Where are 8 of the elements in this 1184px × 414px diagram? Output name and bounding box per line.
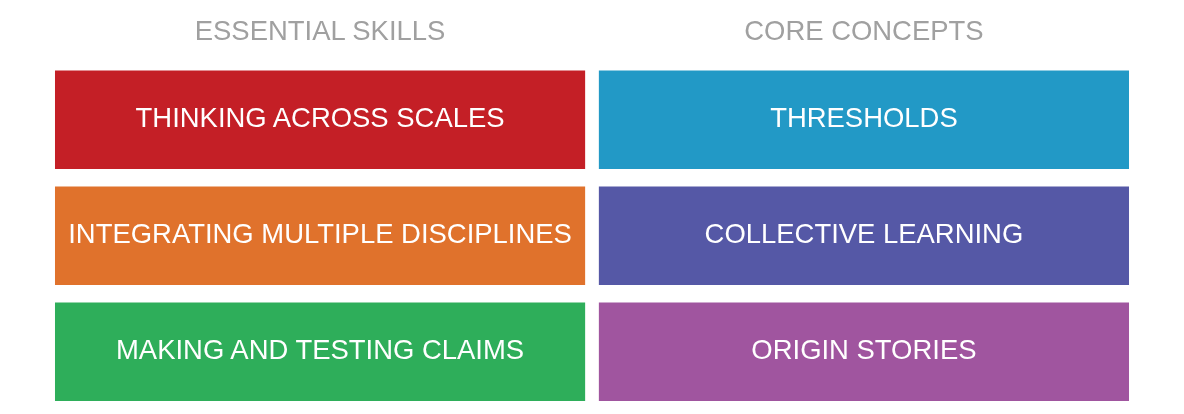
- node-box: ORIGIN STORIES: [598, 302, 1129, 401]
- label: CORE CONCEPTS: [744, 14, 984, 46]
- node-box: THINKING ACROSS SCALES: [55, 70, 586, 169]
- label: ESSENTIAL SKILLS: [194, 14, 446, 46]
- node-box: MAKING AND TESTING CLAIMS: [55, 302, 586, 401]
- node-box: COLLECTIVE LEARNING: [598, 186, 1129, 285]
- node-box: THRESHOLDS: [598, 70, 1129, 169]
- node-box: INTEGRATING MULTIPLE DISCIPLINES: [55, 186, 586, 285]
